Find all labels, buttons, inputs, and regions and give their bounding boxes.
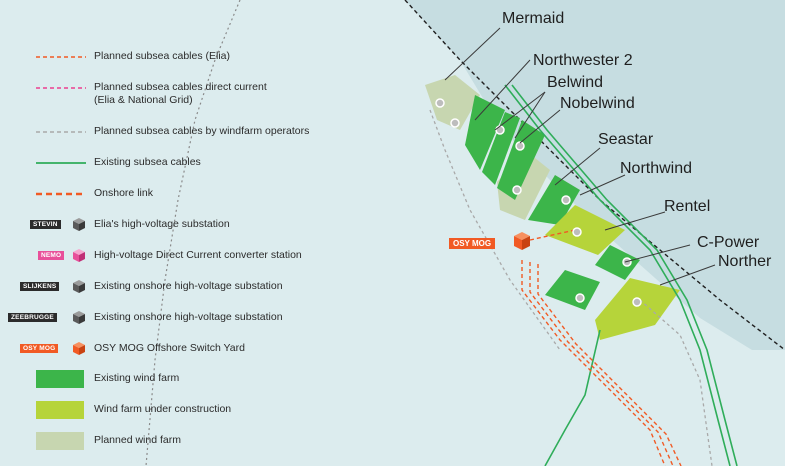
farm-nobelwind[interactable]	[497, 120, 545, 200]
farm-northwind[interactable]	[528, 175, 580, 225]
label-leaders	[444, 27, 716, 286]
grey-dashed-line-icon	[36, 131, 86, 133]
substation-northwester2	[450, 118, 460, 128]
substation-mermaid	[435, 98, 445, 108]
elia-cable-4	[529, 229, 576, 241]
substation-rentel	[572, 227, 582, 237]
legend-label: Elia's high-voltage substation	[94, 218, 230, 230]
existing-cable-1	[504, 84, 731, 466]
map-legend: Planned subsea cables (Elia) Planned sub…	[0, 0, 380, 466]
legend-item-onshore-link: Onshore link	[0, 185, 380, 203]
legend-item-osy-mog: OSY MOG OSY MOG Offshore Switch Yard	[0, 340, 380, 358]
grey-cube-icon	[73, 311, 85, 324]
coast-boundary-line	[145, 0, 241, 466]
existing-cable-3	[544, 329, 601, 466]
legend-label-sub: (Elia & National Grid)	[94, 94, 193, 106]
construction-farm-swatch	[36, 401, 84, 419]
legend-label: Existing subsea cables	[94, 156, 201, 168]
legend-item-elia-cables: Planned subsea cables (Elia)	[0, 48, 380, 66]
orange-cube-icon	[73, 342, 85, 355]
substation-norther	[632, 297, 642, 307]
legend-item-stevin: STEVIN Elia's high-voltage substation	[0, 216, 380, 234]
operator-cable-2	[639, 299, 713, 466]
legend-label: Existing onshore high-voltage substation	[94, 311, 283, 323]
osy-mog-tag: OSY MOG	[449, 238, 496, 249]
elia-cable-1	[521, 260, 666, 466]
legend-label: High-voltage Direct Current converter st…	[94, 249, 302, 261]
nemo-tag: NEMO	[38, 251, 65, 260]
legend-item-nemo: NEMO High-voltage Direct Current convert…	[0, 247, 380, 265]
stevin-tag: STEVIN	[30, 220, 61, 229]
farm-cpower[interactable]	[595, 245, 640, 280]
maritime-boundary-line	[404, 0, 785, 351]
grey-cube-icon	[73, 218, 85, 231]
slijkens-tag: SLIJKENS	[20, 282, 60, 291]
legend-label: Onshore link	[94, 187, 153, 199]
farm-rentel[interactable]	[545, 205, 625, 255]
planned-farm-swatch	[36, 432, 84, 450]
offshore-zone	[405, 0, 785, 350]
label-nobelwind: Nobelwind	[560, 95, 635, 112]
legend-label: Planned subsea cables direct current	[94, 81, 267, 93]
substation-belwind	[495, 125, 505, 135]
substation-nobelwind	[515, 141, 525, 151]
farm-belwind[interactable]	[482, 112, 520, 185]
elia-cable-3	[537, 264, 682, 466]
pink-dashed-line-icon	[36, 87, 86, 89]
substation-cpower	[622, 257, 632, 267]
legend-item-zeebrugge: ZEEBRUGGE Existing onshore high-voltage …	[0, 309, 380, 327]
label-belwind: Belwind	[547, 74, 604, 91]
legend-label: Planned subsea cables by windfarm operat…	[94, 125, 310, 137]
legend-label: Planned subsea cables (Elia)	[94, 50, 230, 62]
legend-item-operator-cables: Planned subsea cables by windfarm operat…	[0, 123, 380, 141]
orange-thick-dashed-line-icon	[36, 192, 86, 196]
legend-label: Planned wind farm	[94, 434, 181, 446]
label-cpower: C-Power	[697, 234, 760, 251]
label-northwester2: Northwester 2	[533, 52, 633, 69]
legend-item-dc-cables: Planned subsea cables direct current (El…	[0, 79, 380, 109]
legend-label: Wind farm under construction	[94, 403, 232, 415]
legend-item-existing-cables: Existing subsea cables	[0, 154, 380, 172]
legend-label: OSY MOG Offshore Switch Yard	[94, 342, 245, 354]
legend-item-construction-farm: Wind farm under construction	[0, 401, 380, 419]
grey-cube-icon	[73, 280, 85, 293]
farm-northwester2[interactable]	[465, 95, 505, 170]
legend-item-slijkens: SLIJKENS Existing onshore high-voltage s…	[0, 278, 380, 296]
existing-cable-2	[511, 84, 738, 466]
label-norther: Norther	[718, 253, 772, 270]
orange-dashed-line-icon	[36, 56, 86, 58]
farm-mermaid[interactable]	[425, 75, 480, 130]
label-mermaid: Mermaid	[502, 10, 565, 27]
operator-cable-1	[429, 109, 561, 351]
legend-item-existing-farm: Existing wind farm	[0, 370, 380, 388]
substation-seastar	[512, 185, 522, 195]
elia-cable-2	[529, 262, 674, 466]
legend-item-planned-farm: Planned wind farm	[0, 432, 380, 450]
farm-existing-south[interactable]	[545, 270, 600, 310]
osy-mog-legend-tag: OSY MOG	[20, 344, 59, 353]
substation-dots	[435, 98, 642, 307]
osy-mog-cube[interactable]	[514, 232, 530, 250]
existing-farm-swatch	[36, 370, 84, 388]
farm-norther[interactable]	[595, 278, 680, 340]
legend-label: Existing wind farm	[94, 372, 180, 384]
legend-label: Existing onshore high-voltage substation	[94, 280, 283, 292]
label-northwind: Northwind	[620, 160, 693, 177]
pink-cube-icon	[73, 249, 85, 262]
substation-south	[575, 293, 585, 303]
label-seastar: Seastar	[598, 131, 654, 148]
substation-northwind	[561, 195, 571, 205]
zeebrugge-tag: ZEEBRUGGE	[8, 313, 57, 322]
label-rentel: Rentel	[664, 198, 711, 215]
green-line-icon	[36, 162, 86, 164]
